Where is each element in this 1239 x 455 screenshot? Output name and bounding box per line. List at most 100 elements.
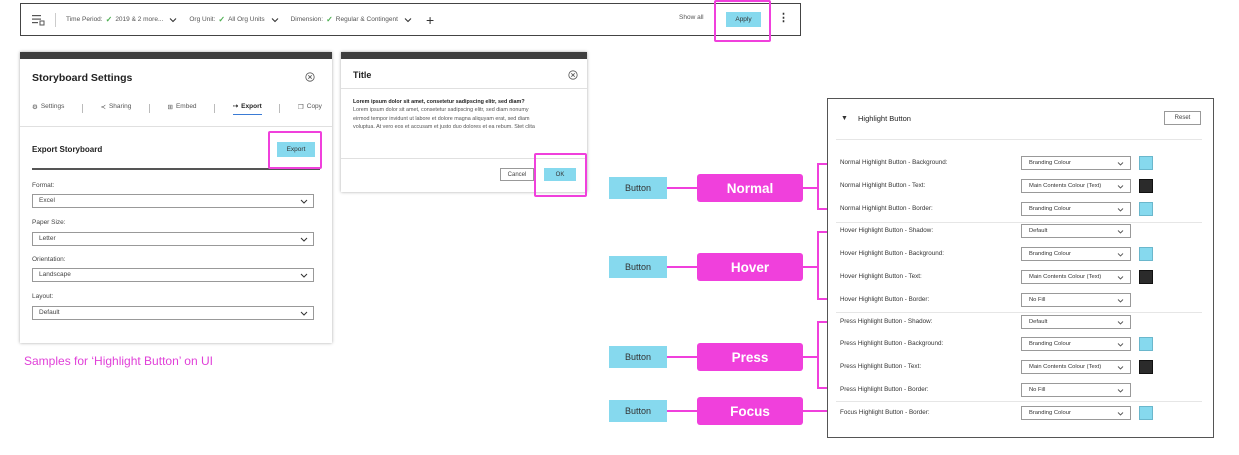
button-sample-hover: Button bbox=[609, 256, 667, 278]
chevron-down-icon bbox=[1117, 410, 1124, 417]
group-divider bbox=[836, 222, 1202, 223]
property-select[interactable]: No Fill bbox=[1021, 383, 1131, 397]
orientation-label: Orientation: bbox=[32, 256, 66, 263]
tab-settings[interactable]: ⚙ Settings bbox=[32, 103, 64, 115]
chevron-down-icon[interactable] bbox=[169, 16, 177, 24]
more-options-icon[interactable]: ⋮ bbox=[778, 12, 789, 24]
org-unit-filter[interactable]: Org Unit: ✓ All Org Units bbox=[189, 15, 278, 24]
property-value: Branding Colour bbox=[1029, 206, 1071, 212]
chevron-down-icon[interactable] bbox=[404, 16, 412, 24]
format-select[interactable]: Excel bbox=[32, 194, 314, 208]
property-select[interactable]: Main Contents Colour (Text) bbox=[1021, 360, 1131, 374]
close-icon[interactable] bbox=[568, 70, 578, 80]
color-swatch[interactable] bbox=[1139, 247, 1153, 261]
property-select[interactable]: Branding Colour bbox=[1021, 247, 1131, 261]
gear-icon: ⚙ bbox=[32, 103, 38, 111]
color-swatch[interactable] bbox=[1139, 179, 1153, 193]
storyboard-settings-dialog: Storyboard Settings ⚙ Settings ≺ Sharing… bbox=[20, 52, 332, 343]
property-value: Branding Colour bbox=[1029, 251, 1071, 257]
export-button[interactable]: Export bbox=[277, 142, 315, 157]
layout-select[interactable]: Default bbox=[32, 306, 314, 320]
state-press: Press bbox=[697, 343, 803, 371]
tab-embed[interactable]: ⊞ Embed bbox=[168, 103, 197, 115]
chevron-down-icon bbox=[1117, 251, 1124, 258]
add-filter-icon[interactable]: + bbox=[425, 11, 435, 28]
bracket-tick bbox=[817, 387, 833, 389]
property-label: Hover Highlight Button - Border: bbox=[840, 296, 930, 303]
panel-divider bbox=[836, 139, 1202, 140]
property-label: Focus Highlight Button - Border: bbox=[840, 409, 930, 416]
color-swatch[interactable] bbox=[1139, 337, 1153, 351]
tab-label: Export bbox=[241, 102, 262, 110]
show-all-link[interactable]: Show all bbox=[679, 14, 704, 21]
state-hover: Hover bbox=[697, 253, 803, 281]
property-value: Default bbox=[1029, 319, 1048, 325]
press-bracket bbox=[817, 321, 819, 388]
embed-icon: ⊞ bbox=[167, 103, 173, 111]
cancel-button[interactable]: Cancel bbox=[500, 168, 534, 181]
color-swatch[interactable] bbox=[1139, 270, 1153, 284]
layout-label: Layout: bbox=[32, 293, 54, 300]
property-label: Hover Highlight Button - Text: bbox=[840, 273, 922, 280]
property-select[interactable]: Branding Colour bbox=[1021, 156, 1131, 170]
property-value: Branding Colour bbox=[1029, 410, 1071, 416]
button-sample-focus: Button bbox=[609, 400, 667, 422]
orientation-value: Landscape bbox=[39, 271, 71, 278]
close-icon[interactable] bbox=[305, 72, 315, 82]
connector-line bbox=[667, 187, 697, 189]
dialog-header-bar bbox=[20, 52, 332, 59]
color-swatch[interactable] bbox=[1139, 360, 1153, 374]
time-period-filter[interactable]: Time Period: ✓ 2019 & 2 more... bbox=[66, 15, 177, 24]
state-normal: Normal bbox=[697, 174, 803, 202]
color-swatch[interactable] bbox=[1139, 202, 1153, 216]
property-label: Press Highlight Button - Shadow: bbox=[840, 318, 933, 325]
property-select[interactable]: Branding Colour bbox=[1021, 406, 1131, 420]
check-icon: ✓ bbox=[326, 15, 333, 24]
property-value: Main Contents Colour (Text) bbox=[1029, 364, 1102, 370]
apply-button[interactable]: Apply bbox=[726, 12, 761, 27]
state-focus: Focus bbox=[697, 397, 803, 425]
chevron-down-icon bbox=[300, 237, 308, 242]
orientation-select[interactable]: Landscape bbox=[32, 268, 314, 282]
dimension-filter[interactable]: Dimension: ✓ Regular & Contingent bbox=[291, 15, 412, 24]
chevron-down-icon bbox=[1117, 387, 1124, 394]
format-value: Excel bbox=[39, 197, 55, 204]
property-select[interactable]: Branding Colour bbox=[1021, 202, 1131, 216]
chevron-down-icon bbox=[1117, 297, 1124, 304]
property-label: Hover Highlight Button - Background: bbox=[840, 250, 944, 257]
normal-bracket bbox=[817, 163, 819, 209]
section-underline bbox=[32, 168, 320, 170]
tab-sharing[interactable]: ≺ Sharing bbox=[100, 103, 131, 115]
button-sample-normal: Button bbox=[609, 177, 667, 199]
section-title: Export Storyboard bbox=[32, 145, 103, 154]
property-select[interactable]: Default bbox=[1021, 224, 1131, 238]
hover-bracket bbox=[817, 231, 819, 299]
tab-export[interactable]: ⇢ Export bbox=[232, 102, 262, 115]
bracket-tick bbox=[817, 231, 833, 233]
group-divider bbox=[836, 312, 1202, 313]
bracket-tick bbox=[817, 163, 833, 165]
property-select[interactable]: No Fill bbox=[1021, 293, 1131, 307]
property-select[interactable]: Main Contents Colour (Text) bbox=[1021, 179, 1131, 193]
color-swatch[interactable] bbox=[1139, 156, 1153, 170]
color-swatch[interactable] bbox=[1139, 406, 1153, 420]
tab-label: Sharing bbox=[108, 103, 132, 110]
check-icon: ✓ bbox=[218, 15, 226, 24]
tabs-divider bbox=[20, 126, 332, 127]
reset-button[interactable]: Reset bbox=[1164, 111, 1201, 125]
chevron-down-icon bbox=[1117, 319, 1124, 326]
ok-button[interactable]: OK bbox=[544, 168, 576, 181]
filter-menu-icon[interactable] bbox=[31, 13, 45, 27]
tab-label: Settings bbox=[40, 103, 65, 110]
tab-divider bbox=[148, 104, 150, 113]
bracket-tick bbox=[817, 321, 833, 323]
property-select[interactable]: Default bbox=[1021, 315, 1131, 329]
collapse-triangle-icon[interactable]: ▼ bbox=[841, 115, 848, 122]
dialog-title: Title bbox=[353, 70, 372, 80]
chevron-down-icon[interactable] bbox=[271, 16, 279, 24]
tab-copy[interactable]: ❐ Copy bbox=[298, 103, 322, 115]
paper-size-select[interactable]: Letter bbox=[32, 232, 314, 246]
property-select[interactable]: Main Contents Colour (Text) bbox=[1021, 270, 1131, 284]
toolbar-divider bbox=[55, 12, 56, 27]
property-select[interactable]: Branding Colour bbox=[1021, 337, 1131, 351]
